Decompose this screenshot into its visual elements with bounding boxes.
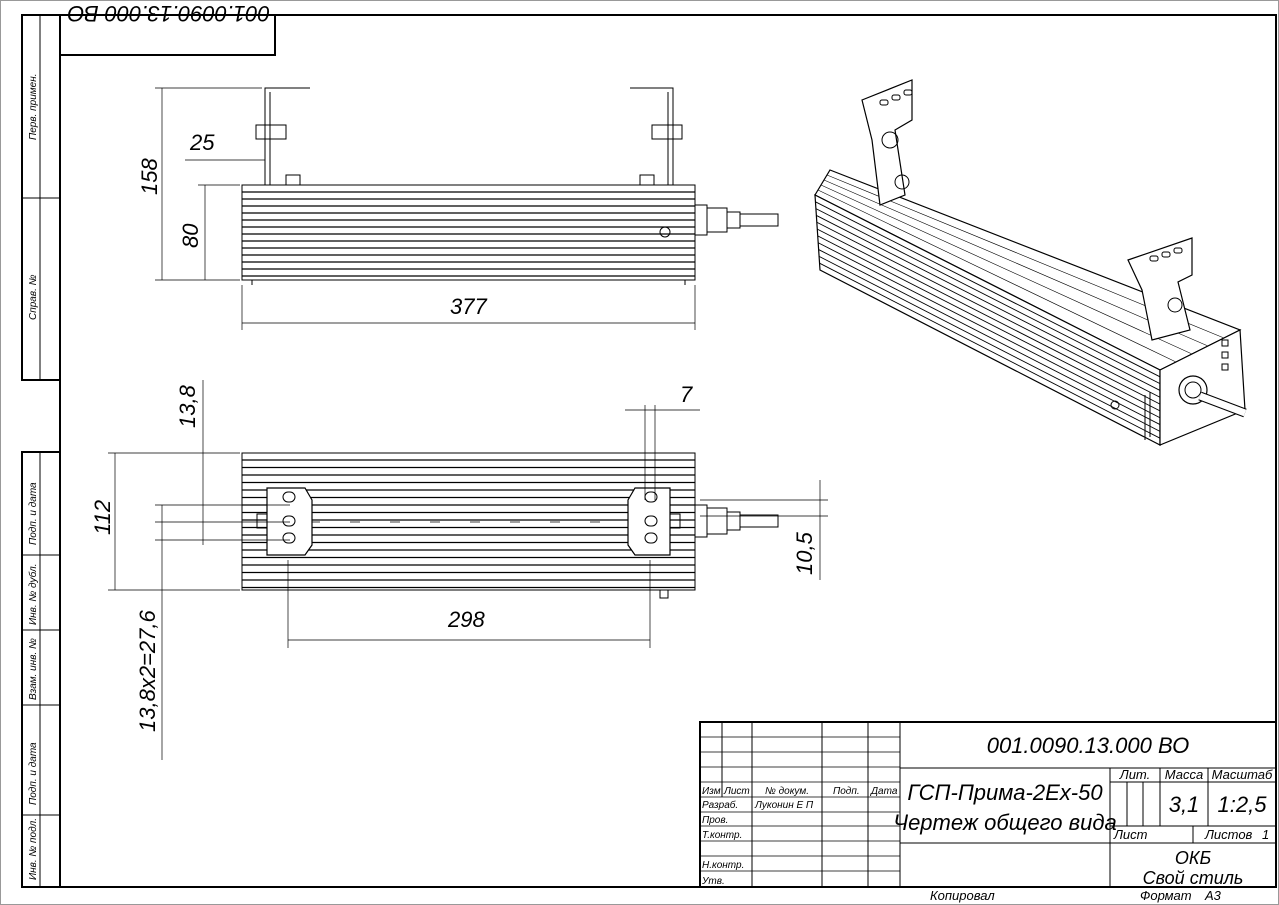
role-tkontr: Т.контр. xyxy=(702,830,742,841)
fin-line xyxy=(823,179,1209,347)
sheets-count: 1 xyxy=(1262,827,1269,842)
org-line1: ОКБ xyxy=(1175,848,1212,868)
scale-value: 1:2,5 xyxy=(1218,792,1268,817)
top-view: 158 80 377 25 xyxy=(137,87,779,330)
fin-line xyxy=(816,215,1161,391)
right-bolt xyxy=(651,124,683,140)
iso-left-bracket xyxy=(861,79,913,206)
strip-label-perv-primen: Перв. примен. xyxy=(28,74,39,140)
bottom-view: 112 13,8 13,8x2=27,6 298 7 10,5 xyxy=(90,380,828,760)
mass-value: 3,1 xyxy=(1169,792,1200,817)
left-mount-plate xyxy=(266,487,313,556)
dim-25: 25 xyxy=(189,130,215,155)
format-label: Формат xyxy=(1140,888,1192,903)
cable-gland xyxy=(694,204,708,236)
mass-label: Масса xyxy=(1165,767,1203,782)
document-type: Чертеж общего вида xyxy=(893,810,1116,835)
role-utv: Утв. xyxy=(701,876,725,887)
dim-298: 298 xyxy=(447,607,485,632)
fin-line xyxy=(818,255,1161,432)
format-value: А3 xyxy=(1204,888,1222,903)
header-doc: № докум. xyxy=(765,786,809,797)
dim-80: 80 xyxy=(178,223,203,248)
stamp-designation: 001.0090.13.000 ВО xyxy=(67,1,270,26)
housing-fins xyxy=(242,459,695,589)
left-bracket xyxy=(264,87,310,185)
isometric-view xyxy=(814,79,1247,446)
copied-label: Копировал xyxy=(930,888,995,903)
strip-label-podp-data-1: Подп. и дата xyxy=(28,482,39,545)
role-nkontr: Н.контр. xyxy=(702,860,744,871)
strip-label-inv-podl: Инв. № подл. xyxy=(28,818,39,880)
designation: 001.0090.13.000 ВО xyxy=(987,733,1190,758)
side-strip: Перв. примен. Справ. № Подп. и дата Инв.… xyxy=(21,14,61,888)
developer-name: Луконин Е П xyxy=(754,800,814,811)
dim-10-5: 10,5 xyxy=(792,531,817,575)
strip-label-sprav: Справ. № xyxy=(28,274,39,320)
fin-line xyxy=(819,262,1161,439)
fin-line xyxy=(817,228,1161,405)
fin-line xyxy=(815,208,1161,385)
dim-13-8: 13,8 xyxy=(175,384,200,428)
iso-right-bracket xyxy=(1127,237,1193,341)
role-prov: Пров. xyxy=(702,815,728,826)
sheets-label: Листов xyxy=(1204,827,1253,842)
dim-112: 112 xyxy=(90,500,115,535)
right-mount-plate xyxy=(627,487,671,556)
fin-line xyxy=(817,189,1177,363)
org-line2: Свой стиль xyxy=(1143,868,1244,888)
header-izm: Изм xyxy=(702,786,721,797)
fin-line xyxy=(820,184,1193,355)
screw-icon xyxy=(659,226,671,238)
left-bolt xyxy=(255,124,287,140)
fin-line xyxy=(816,221,1161,398)
strip-label-podp-data-2: Подп. и дата xyxy=(28,742,39,805)
scale-label: Масштаб xyxy=(1212,767,1273,782)
dim-158: 158 xyxy=(137,158,162,195)
header-sign: Подп. xyxy=(833,786,860,797)
housing-fins xyxy=(242,191,695,277)
cable-gland xyxy=(694,504,708,538)
dim-13-8x2: 13,8x2=27,6 xyxy=(135,610,160,732)
dim-7: 7 xyxy=(680,382,693,407)
dim-377: 377 xyxy=(450,294,487,319)
cable xyxy=(739,213,779,227)
strip-label-inv-dubl: Инв. № дубл. xyxy=(27,564,39,626)
title-block: Изм Лист № докум. Подп. Дата Разраб. Лук… xyxy=(699,721,1277,888)
lit-label: Лит. xyxy=(1119,767,1150,782)
header-list: Лист xyxy=(723,786,750,797)
strip-label-vzam-inv: Взам. инв. № xyxy=(28,638,39,700)
header-date: Дата xyxy=(870,786,898,797)
role-razrab: Разраб. xyxy=(702,799,738,811)
product-name: ГСП-Прима-2Ex-50 xyxy=(907,780,1103,805)
fin-line xyxy=(817,235,1161,412)
fin-line xyxy=(818,249,1161,425)
fin-line xyxy=(817,242,1161,419)
stamp-box xyxy=(59,14,276,56)
sheet-label: Лист xyxy=(1113,827,1148,842)
cable xyxy=(739,514,779,528)
fin-line xyxy=(815,201,1161,378)
